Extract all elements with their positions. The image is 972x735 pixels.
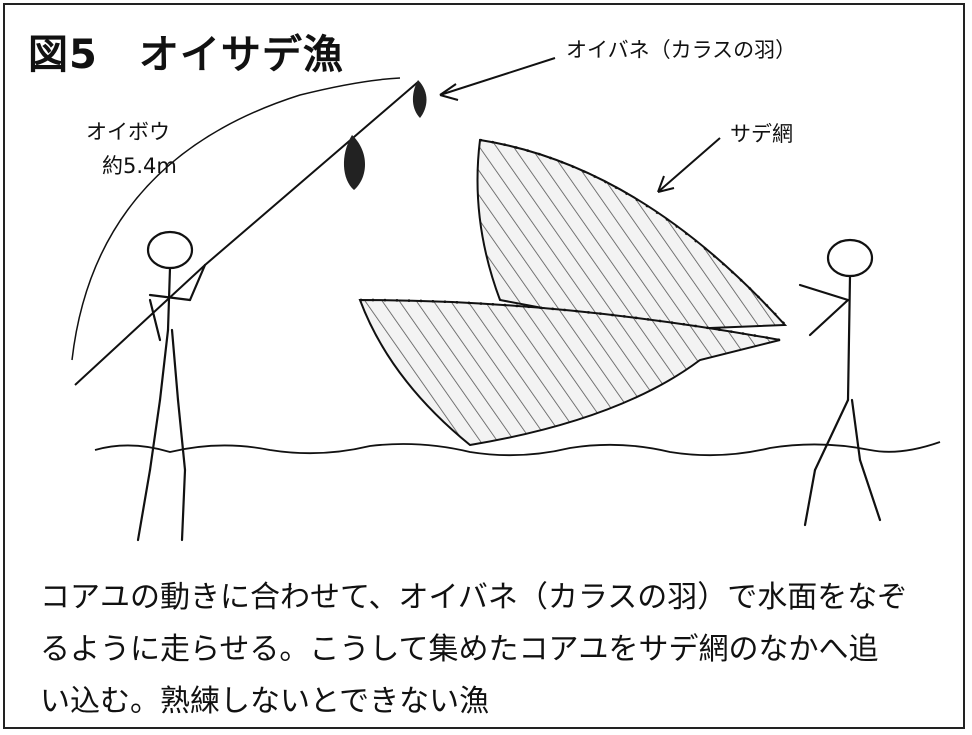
caption-line: い込む。熟練しないとできない漁: [40, 684, 490, 719]
sade-net-label: サデ網: [730, 122, 793, 146]
caption-line: コアユの動きに合わせて、オイバネ（カラスの羽）で水面をなぞ: [40, 580, 908, 615]
pole-length-arc: [71, 77, 401, 361]
sade-net-arrow: [657, 137, 721, 193]
water-line: [94, 441, 941, 457]
oibou-label: オイボウ: [86, 120, 170, 144]
net-upper-rim: [479, 138, 791, 331]
feather-icon: [343, 80, 427, 190]
net-lower-rim: [359, 298, 781, 342]
oibou-length-label: 約5.4m: [102, 154, 177, 178]
person-right: [798, 238, 882, 527]
net-upper: [476, 138, 788, 332]
figure-caption: コアユの動きに合わせて、オイバネ（カラスの羽）で水面をなぞ るように走らせる。こ…: [40, 572, 940, 728]
oibane-label: オイバネ（カラスの羽）: [566, 38, 797, 62]
caption-line: るように走らせる。こうして集めたコアユをサデ網のなかへ追: [40, 632, 879, 667]
person-left: [136, 230, 207, 542]
oibane-arrow: [439, 57, 556, 101]
figure-title: 図5 オイサデ漁: [28, 32, 344, 78]
